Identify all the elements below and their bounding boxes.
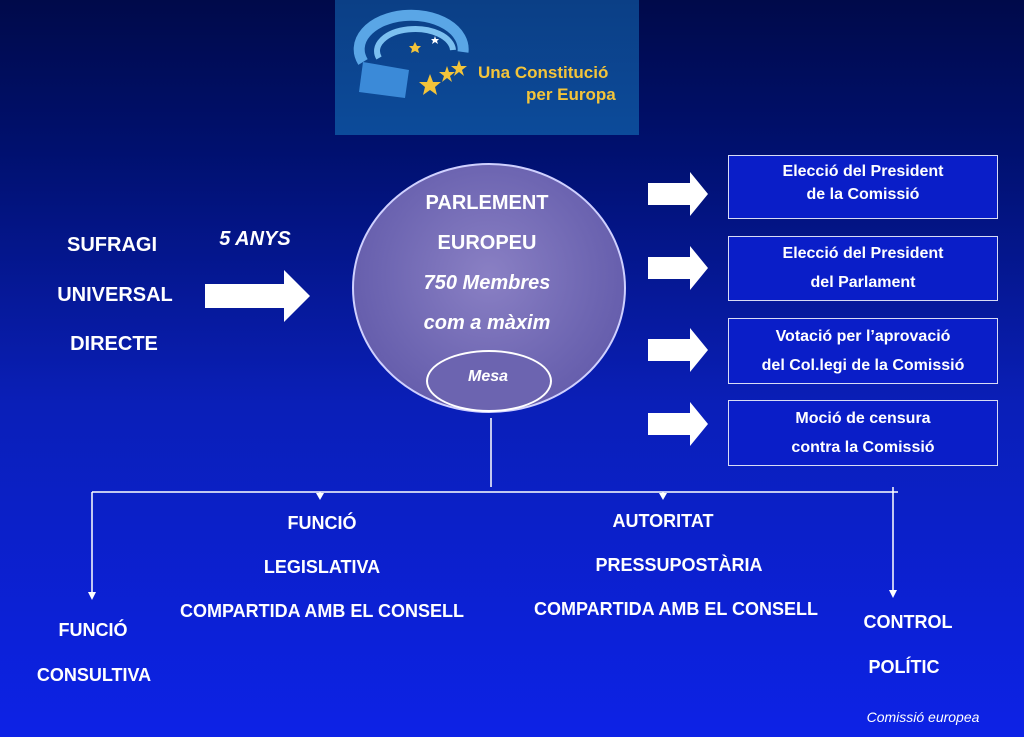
- box-line: de la Comissió: [806, 186, 920, 203]
- box-president-parliament: Elecció del President del Parlament: [728, 236, 998, 301]
- mesa-label: Mesa: [467, 368, 509, 385]
- consultiva-line2: CONSULTIVA: [36, 665, 152, 685]
- box-president-commission: Elecció del President de la Comissió: [728, 155, 998, 219]
- control-line2: POLÍTIC: [868, 657, 940, 677]
- parliament-line2: EUROPEU: [437, 232, 537, 254]
- legislativa-line1: FUNCIÓ: [287, 513, 357, 533]
- box-line: del Parlament: [810, 274, 916, 291]
- mesa-ellipse: [426, 350, 552, 412]
- pressupostaria-line3: COMPARTIDA AMB EL CONSELL: [534, 599, 818, 619]
- logo-line2: per Europa: [526, 85, 616, 104]
- logo-text: Una Constitució per Europa: [478, 62, 616, 106]
- arrow-right-icon: [648, 402, 708, 446]
- box-censure: Moció de censura contra la Comissió: [728, 400, 998, 466]
- term-label: 5 ANYS: [219, 228, 291, 250]
- box-line: Votació per l’aprovació: [775, 328, 951, 345]
- box-line: Elecció del President: [782, 163, 944, 180]
- sufragi-label: SUFRAGI: [67, 234, 157, 256]
- parliament-max: com a màxim: [423, 312, 551, 334]
- pressupostaria-line2: PRESSUPOSTÀRIA: [595, 555, 763, 575]
- logo-line1: Una Constitució: [478, 63, 609, 82]
- footer-source: Comissió europea: [866, 709, 980, 725]
- box-line: Moció de censura: [795, 410, 931, 427]
- box-vote-college: Votació per l’aprovació del Col.legi de …: [728, 318, 998, 384]
- universal-label: UNIVERSAL: [57, 284, 173, 306]
- arrow-right-icon: [648, 172, 708, 216]
- pressupostaria-line1: AUTORITAT: [612, 511, 714, 531]
- parliament-members: 750 Membres: [423, 272, 551, 294]
- arrow-down-icon: [88, 592, 96, 600]
- arrow-right-icon: [648, 246, 708, 290]
- legislativa-line3: COMPARTIDA AMB EL CONSELL: [180, 601, 464, 621]
- control-line1: CONTROL: [863, 612, 953, 632]
- hemicycle-logo-icon: [353, 9, 469, 98]
- box-line: contra la Comissió: [791, 439, 935, 456]
- directe-label: DIRECTE: [70, 333, 158, 355]
- box-line: Elecció del President: [782, 245, 944, 262]
- arrow-down-icon: [659, 493, 667, 500]
- arrow-down-icon: [889, 590, 897, 598]
- arrow-right-icon: [205, 270, 310, 322]
- arrow-right-icon: [648, 328, 708, 372]
- consultiva-line1: FUNCIÓ: [58, 620, 128, 640]
- legislativa-line2: LEGISLATIVA: [263, 557, 381, 577]
- parliament-line1: PARLEMENT: [425, 192, 549, 214]
- box-line: del Col.legi de la Comissió: [761, 357, 965, 374]
- arrow-down-icon: [316, 493, 324, 500]
- logo: Una Constitució per Europa: [335, 0, 639, 135]
